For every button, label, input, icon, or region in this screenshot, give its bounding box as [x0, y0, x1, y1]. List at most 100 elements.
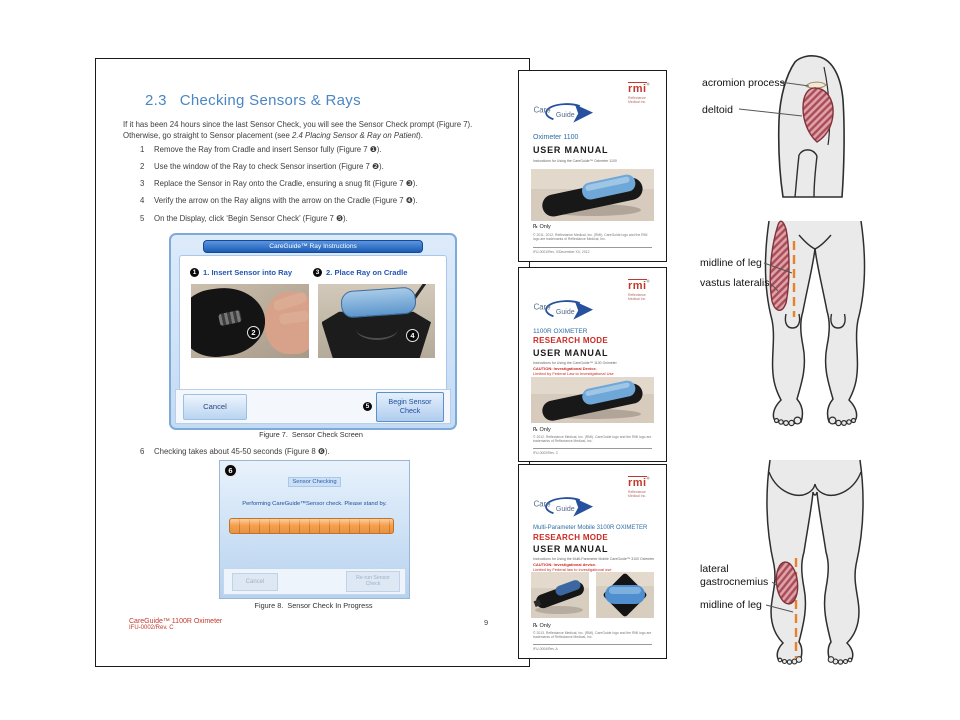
rmi-logo-subtext: Reflectance Medical Inc.	[628, 293, 647, 302]
svg-text:Care: Care	[534, 106, 551, 115]
rmi-logo-subtext: Reflectance Medical Inc.	[628, 96, 647, 105]
buttock-lines	[768, 471, 862, 497]
cover-product-name: Multi-Parameter Mobile 3100R OXIMETER	[533, 525, 648, 531]
cover-copyright: © 2013, Reflectance Medical, Inc. (RMI).…	[533, 631, 652, 640]
cover-manual-title: USER MANUAL	[533, 348, 609, 358]
svg-text:Care: Care	[534, 303, 551, 312]
rmi-logo: rmi® Reflectance Medical Inc.	[628, 277, 654, 302]
caution-line2: Limited by Federal law to investigationa…	[533, 567, 612, 573]
careguide-logo: Care Guide	[532, 495, 598, 525]
cover-3100r-mobile-research: rmi® Reflectance Medical Inc. Care Guide…	[518, 464, 667, 659]
dialog-title-text: Sensor Checking	[288, 477, 341, 487]
photo-place-ray-on-cradle: 4	[317, 284, 435, 358]
numbered-marker-icon: 2	[247, 326, 260, 339]
rmi-logo: rmi® Reflectance Medical Inc.	[628, 80, 654, 105]
legs-back-silhouette	[766, 460, 864, 663]
numbered-marker-icon: 4	[406, 329, 419, 342]
section-title: Checking Sensors & Rays	[179, 92, 361, 109]
cover-revision: IFU-0004/Rev. A	[533, 647, 558, 651]
step-number: 6	[140, 447, 145, 456]
label-midline-of-leg: midline of leg	[700, 599, 762, 611]
cover-manual-title: USER MANUAL	[533, 145, 609, 155]
deltoid-muscle-shape	[802, 87, 834, 143]
swoosh-arrow-icon	[573, 498, 594, 517]
step-2: 2 Use the window of the Ray to check Sens…	[140, 162, 512, 172]
begin-sensor-check-button[interactable]: Begin Sensor Check	[376, 391, 444, 422]
progress-message: Performing CareGuide™Sensor check. Pleas…	[242, 501, 387, 507]
intro-text: If it has been 24 hours since the last S…	[123, 120, 477, 141]
label-lateral: lateral	[700, 563, 729, 575]
gastrocnemius-muscle-shape	[775, 561, 799, 605]
dialog-button-bar: Cancel 5 Begin Sensor Check	[175, 389, 451, 424]
left-kneecap	[784, 313, 801, 329]
divider	[533, 644, 652, 645]
rmi-logo-text: rmi	[628, 279, 647, 292]
caution-line1: CAUTION: Investigational device.	[533, 562, 597, 567]
cover-research-mode: RESEARCH MODE	[533, 336, 609, 345]
leader-line	[769, 282, 779, 292]
rmi-logo: rmi® Reflectance Medical Inc.	[628, 474, 654, 499]
progress-bar	[229, 518, 394, 534]
section-number: 2.3	[145, 92, 167, 109]
svg-text:Guide: Guide	[556, 112, 575, 119]
label-deltoid: deltoid	[702, 104, 733, 116]
registered-icon: ®	[646, 475, 650, 481]
footer-doc-id: IFU-0002/Rev. C	[129, 625, 174, 631]
rerun-sensor-check-button-disabled[interactable]: Re-run Sensor Check	[346, 571, 400, 592]
intro-text-end: ).	[418, 131, 423, 141]
instruction-right: 3 2. Place Ray on Cradle	[313, 268, 436, 277]
cancel-button[interactable]: Cancel	[183, 393, 247, 420]
cover-oximeter-1100: rmi® Reflectance Medical Inc. Care Guide…	[518, 70, 667, 262]
caution-line1: CAUTION: Investigational Device.	[533, 366, 597, 371]
label-acromion-process: acromion process	[702, 77, 785, 89]
intro-paragraph: If it has been 24 hours since the last S…	[123, 119, 503, 142]
leader-line	[779, 81, 810, 87]
step-6: 6 Checking takes about 45-50 seconds (Fi…	[140, 447, 330, 456]
manual-page: 2.3 Checking Sensors & Rays If it has be…	[95, 58, 530, 667]
cover-copyright: © 2011, 2012, Reflectance Medical, Inc. …	[533, 233, 648, 242]
sensor-check-screen: CareGuide™ Ray Instructions 1 1. Insert …	[169, 233, 457, 430]
leader-line	[771, 581, 780, 588]
blue-sensor-shape	[340, 286, 417, 319]
cover-subtitle: Instructions for Using the CareGuide™ 11…	[533, 361, 617, 365]
cancel-button-disabled[interactable]: Cancel	[232, 572, 278, 591]
numbered-marker-icon: 5	[363, 402, 372, 411]
rmi-logo-text: rmi	[628, 82, 647, 95]
registered-icon: ®	[646, 81, 650, 87]
cover-revision: IFU-0002/Rev. C	[533, 451, 559, 455]
diagram-deltoid-placement: acromion process deltoid	[700, 25, 940, 225]
cradle-arc-shape	[355, 318, 398, 340]
right-kneecap	[830, 313, 846, 329]
svg-text:Guide: Guide	[556, 309, 575, 316]
cover-caution: CAUTION: Investigational Device. Limited…	[533, 366, 614, 377]
crotch-lines	[798, 234, 832, 250]
sensor-on-cradle-photo	[596, 572, 654, 618]
step-number: 2	[140, 162, 145, 172]
registered-icon: ®	[646, 278, 650, 284]
dialog-titlebar: CareGuide™ Ray Instructions	[203, 240, 423, 253]
cover-device-photos	[531, 572, 654, 618]
cover-subtitle: Instructions for Using the Multi-Paramet…	[533, 557, 655, 561]
instruction-photos-row: 2 4	[180, 284, 446, 358]
label-vastus-lateralis: vastus lateralis	[700, 277, 769, 289]
acromion-shape	[805, 81, 827, 89]
swoosh-arrow-icon	[573, 301, 594, 320]
page-number: 9	[484, 618, 489, 627]
svg-text:Guide: Guide	[556, 506, 575, 513]
dialog-title: Sensor Checking	[220, 470, 409, 488]
rmi-logo-text: rmi	[628, 476, 647, 489]
cover-product-name: Oximeter 1100	[533, 134, 579, 141]
toes	[773, 416, 857, 427]
careguide-logo: Care Guide	[532, 298, 598, 328]
leader-line	[765, 604, 794, 613]
step-text: Use the window of the Ray to check Senso…	[154, 162, 384, 172]
cover-revision: IFU-0001/Rev. X/December XX, 2012	[533, 250, 590, 254]
photo-insert-sensor-into-ray: 2	[191, 284, 309, 358]
step-text: Remove the Ray from Cradle and insert Se…	[154, 145, 382, 154]
step-text: Verify the arrow on the Ray aligns with …	[154, 196, 418, 206]
mobile-oximeter-photo	[531, 572, 589, 618]
